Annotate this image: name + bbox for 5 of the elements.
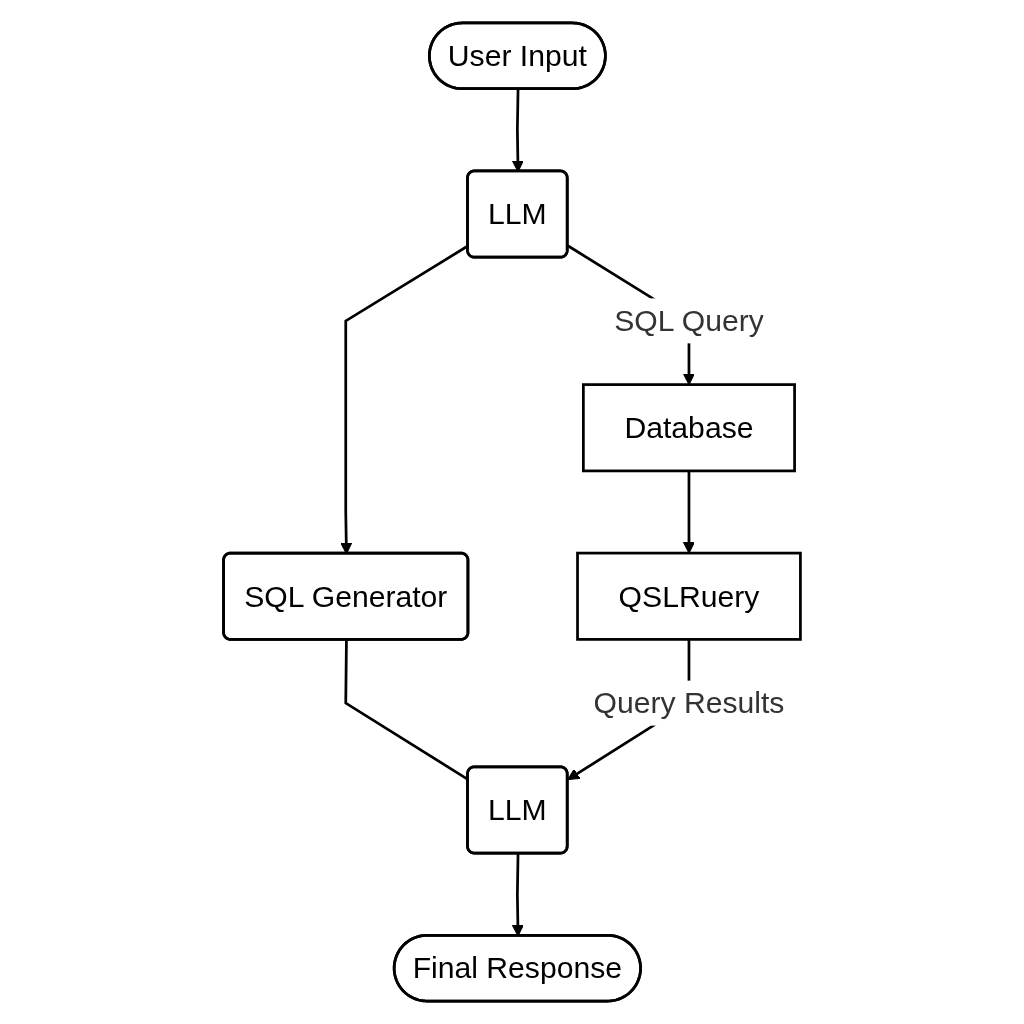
edge-label: SQL Query	[614, 303, 764, 339]
node-box: Database	[582, 383, 796, 473]
node-box: QSLRuery	[576, 551, 802, 641]
edge-label: Query Results	[593, 685, 785, 721]
arrow	[682, 470, 695, 554]
